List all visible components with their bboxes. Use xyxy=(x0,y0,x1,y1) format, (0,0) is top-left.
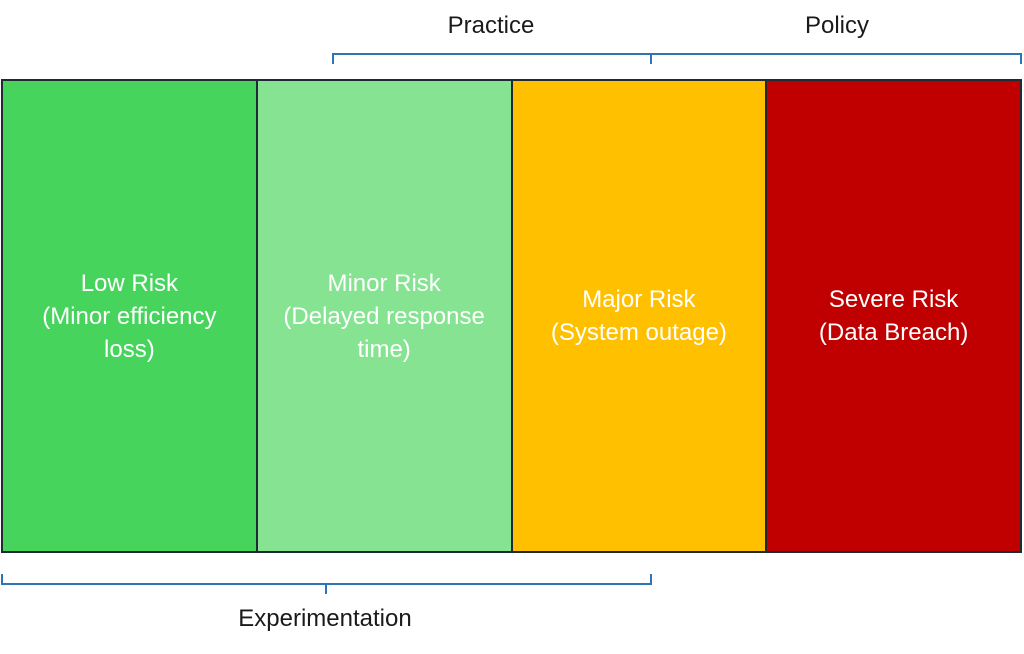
zone-title: Low Risk xyxy=(80,269,179,297)
zone-severe-risk: Severe Risk (Data Breach) xyxy=(765,81,1020,551)
experimentation-label: Experimentation xyxy=(238,605,412,632)
zone-detail: (Delayed response time) xyxy=(283,302,485,363)
policy-label: Policy xyxy=(804,12,870,39)
risk-spectrum-bar: Low Risk (Minor efficiency loss) Minor R… xyxy=(1,79,1022,553)
experimentation-bracket xyxy=(1,574,652,594)
zone-minor-risk: Minor Risk (Delayed response time) xyxy=(255,81,511,551)
policy-bracket xyxy=(651,53,1022,64)
zone-title: Major Risk xyxy=(582,286,696,313)
zone-detail: (System outage) xyxy=(550,319,727,346)
zone-detail: (Minor efficiency loss) xyxy=(42,302,217,363)
zone-major-risk: Major Risk (System outage) xyxy=(510,81,766,551)
practice-bracket xyxy=(332,53,652,64)
zone-title: Severe Risk xyxy=(828,286,959,313)
zone-detail: (Data Breach) xyxy=(818,319,969,346)
practice-label: Practice xyxy=(447,12,535,39)
zone-title: Minor Risk xyxy=(327,269,441,297)
zone-low-risk: Low Risk (Minor efficiency loss) xyxy=(3,81,256,551)
